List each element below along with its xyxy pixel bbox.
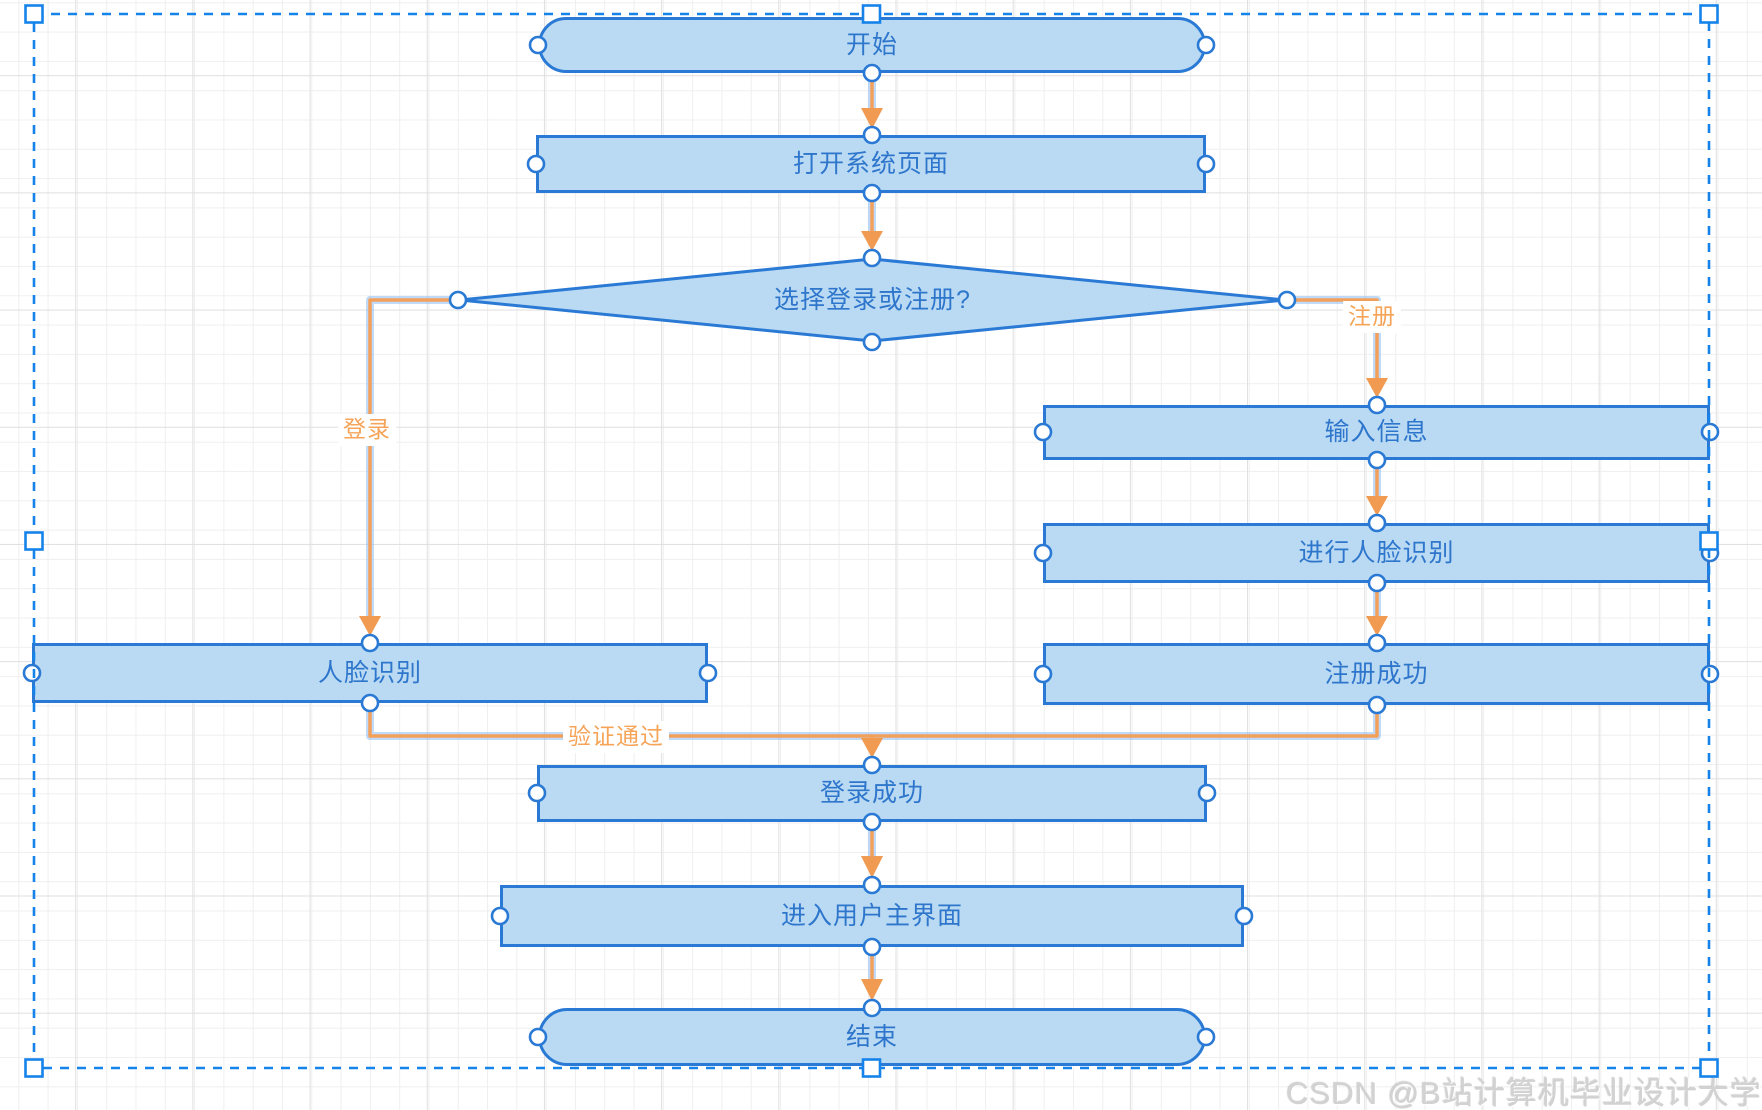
connection-point[interactable] [862, 332, 882, 352]
selection-handle-bottom-left[interactable] [24, 1058, 44, 1078]
watermark-text: CSDN @B站计算机毕业设计大学 [1286, 1076, 1762, 1110]
node-open-page[interactable]: 打开系统页面 [536, 135, 1206, 193]
connection-point[interactable] [1196, 1027, 1216, 1047]
connection-point[interactable] [862, 998, 882, 1018]
edge-label-login[interactable]: 登录 [338, 414, 396, 446]
connection-point[interactable] [1367, 695, 1387, 715]
connection-point[interactable] [1033, 543, 1053, 563]
node-do-face-label: 进行人脸识别 [1298, 538, 1455, 567]
connection-point[interactable] [527, 783, 547, 803]
edge-choose-to-facelogin-login[interactable] [359, 296, 458, 636]
connection-point[interactable] [862, 125, 882, 145]
connection-point[interactable] [1367, 573, 1387, 593]
connection-point[interactable] [1033, 664, 1053, 684]
edge-label-verified[interactable]: 验证通过 [563, 721, 669, 753]
edge-choose-to-input-register[interactable] [1287, 296, 1388, 398]
connection-point[interactable] [862, 937, 882, 957]
connection-point[interactable] [862, 63, 882, 83]
connection-point[interactable] [1277, 290, 1297, 310]
node-choose[interactable]: 选择登录或注册? [456, 256, 1289, 344]
selection-handle-middle-right[interactable] [1699, 531, 1719, 551]
connection-point[interactable] [360, 633, 380, 653]
connection-point[interactable] [1196, 154, 1216, 174]
connection-point[interactable] [1196, 35, 1216, 55]
connection-point[interactable] [1234, 906, 1254, 926]
selection-bounds [32, 12, 1711, 1070]
connection-point[interactable] [862, 183, 882, 203]
selection-handle-top-left[interactable] [24, 4, 44, 24]
selection-handle-bottom-right[interactable] [1699, 1058, 1719, 1078]
node-choose-label: 选择登录或注册? [774, 285, 971, 314]
selection-handle-top-center[interactable] [861, 4, 882, 24]
connection-point[interactable] [862, 248, 882, 268]
connection-point[interactable] [1033, 422, 1053, 442]
connection-point[interactable] [448, 290, 468, 310]
connection-point[interactable] [1367, 513, 1387, 533]
edge-label-register[interactable]: 注册 [1343, 301, 1401, 333]
edge-merge-to-loginok[interactable] [366, 703, 1381, 758]
connection-point[interactable] [490, 906, 510, 926]
node-start-label: 开始 [845, 30, 898, 59]
connection-point[interactable] [1367, 450, 1387, 470]
node-face-login-label: 人脸识别 [317, 658, 422, 687]
connection-point[interactable] [22, 663, 42, 683]
node-open-page-label: 打开系统页面 [792, 149, 949, 178]
connection-point[interactable] [1367, 395, 1387, 415]
connection-point[interactable] [1367, 633, 1387, 653]
connection-point[interactable] [1197, 783, 1217, 803]
node-login-ok-label: 登录成功 [819, 779, 924, 807]
connection-point[interactable] [360, 693, 380, 713]
node-reg-ok-label: 注册成功 [1324, 659, 1429, 688]
selection-handle-top-right[interactable] [1699, 4, 1719, 24]
connection-point[interactable] [862, 755, 882, 775]
connection-point[interactable] [528, 35, 548, 55]
selection-handle-bottom-center[interactable] [861, 1058, 882, 1078]
selection-handle-middle-left[interactable] [24, 531, 44, 551]
node-input-info-label: 输入信息 [1324, 418, 1429, 446]
connection-point[interactable] [862, 812, 882, 832]
node-end-label: 结束 [845, 1022, 898, 1051]
connection-point[interactable] [528, 1027, 548, 1047]
connection-point[interactable] [698, 663, 718, 683]
connection-point[interactable] [862, 875, 882, 895]
connection-point[interactable] [526, 154, 546, 174]
node-main-ui-label: 进入用户主界面 [780, 901, 963, 930]
